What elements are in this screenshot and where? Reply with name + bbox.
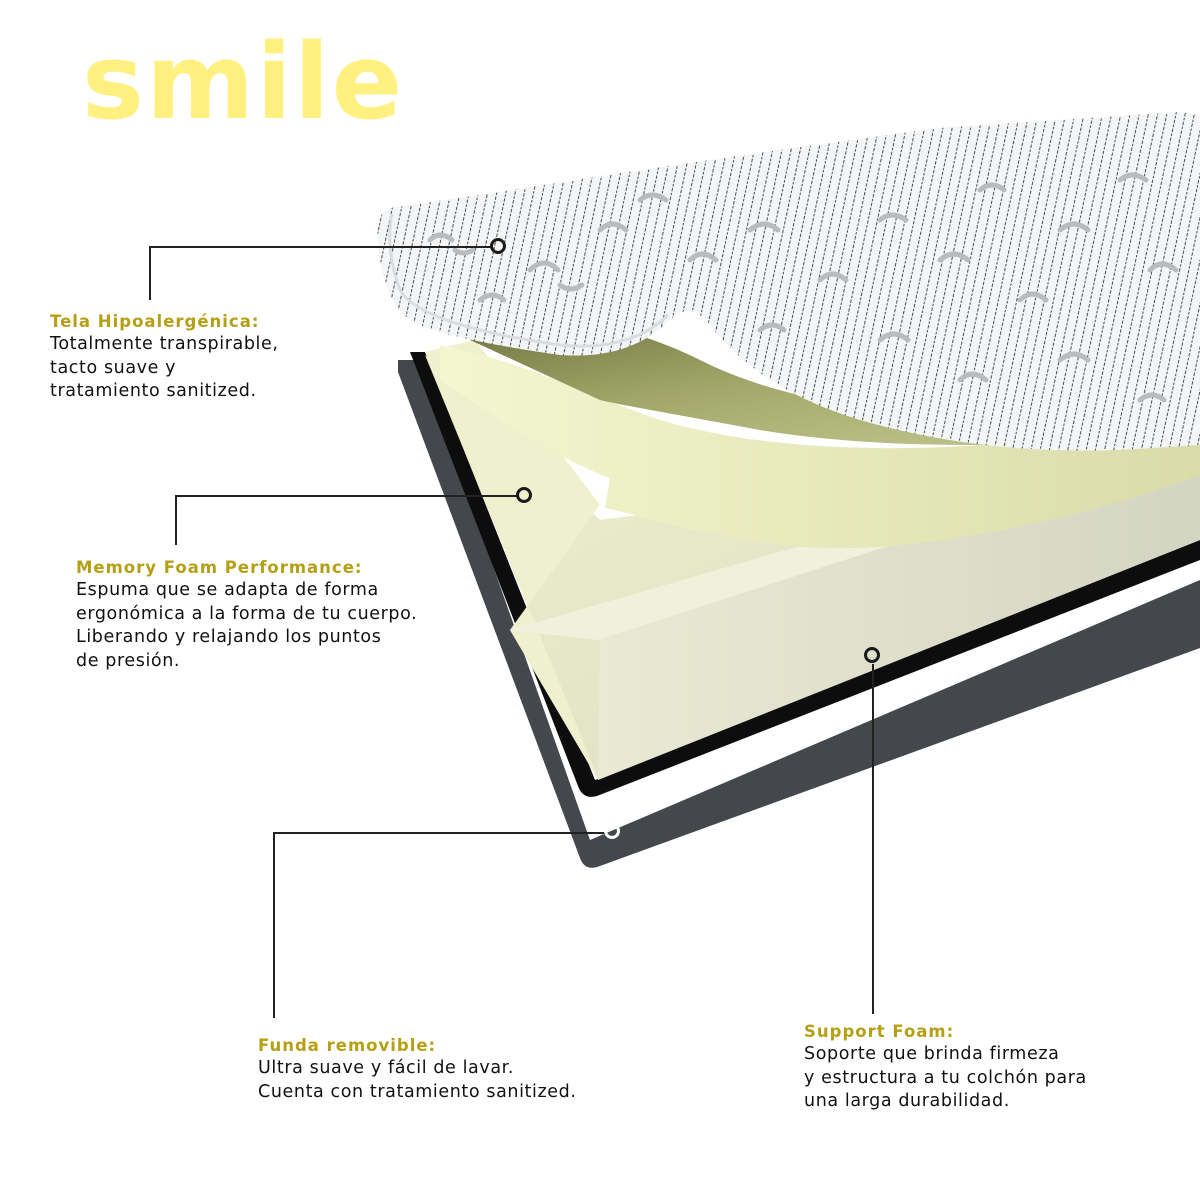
callout-line: Cuenta con tratamiento sanitized. [258,1081,577,1102]
callout-title: Tela Hipoalergénica: [50,312,260,331]
callout-line: y estructura a tu colchón para [804,1067,1087,1088]
callout-line: tacto suave y [50,357,177,378]
callout-memory-foam: Memory Foam Performance: Espuma que se a… [76,557,417,673]
callout-line: Ultra suave y fácil de lavar. [258,1058,514,1078]
callout-title: Funda removible: [258,1036,437,1055]
callout-line: Totalmente transpirable, [50,334,279,354]
callout-title: Memory Foam Performance: [76,558,363,577]
callout-line: ergonómica a la forma de tu cuerpo. [76,603,418,624]
cover-smile-pattern [427,172,1179,403]
memory-foam-marker-icon [516,487,532,503]
callout-line: de presión. [76,650,181,671]
callout-funda: Funda removible: Ultra suave y fácil de … [258,1035,577,1104]
callout-line: Liberando y relajando los puntos [76,627,382,647]
funda-marker-icon [604,823,620,839]
callout-line: Soporte que brinda firmeza [804,1044,1060,1064]
callout-line: tratamiento sanitized. [50,381,257,401]
callout-title: Support Foam: [804,1022,955,1041]
callout-line: una larga durabilidad. [804,1091,1010,1111]
callout-tela: Tela Hipoalergénica: Totalmente transpir… [50,311,279,404]
memory-foam-layer [440,345,1200,549]
callout-support-foam: Support Foam: Soporte que brinda firmeza… [804,1021,1087,1114]
separator-layer [410,352,1200,797]
cover-layer [377,112,1200,451]
callout-line: Espuma que se adapta de forma [76,580,379,600]
brand-logo: smile [82,21,405,143]
base-layer [398,360,1200,868]
tela-marker-icon [490,238,506,254]
support-foam-marker-icon [864,647,880,663]
